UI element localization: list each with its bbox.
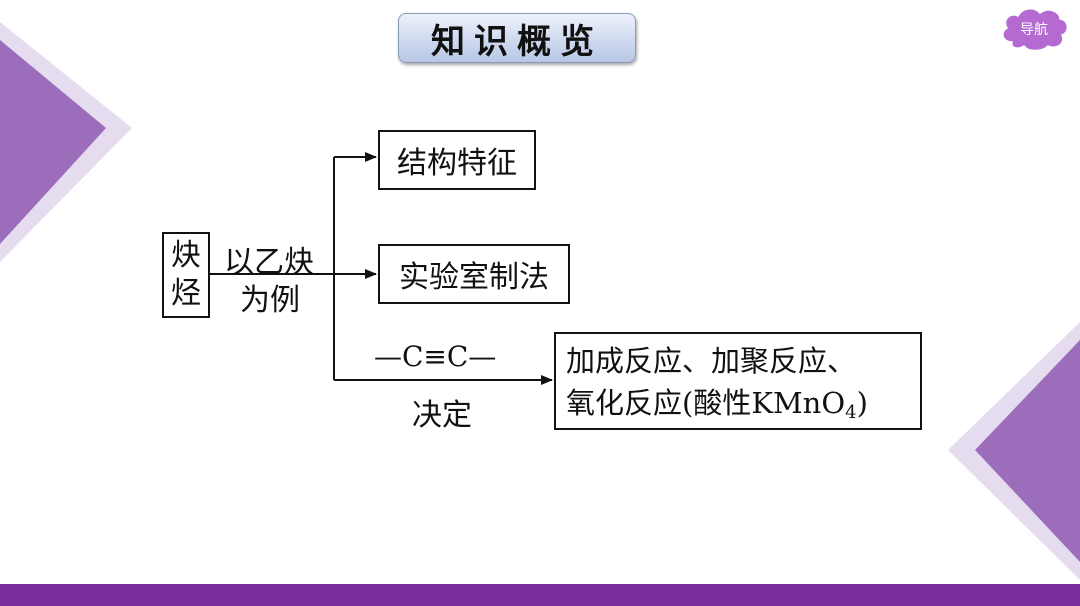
reactions-line1: 加成反应、加聚反应、	[566, 344, 857, 378]
condition-label-line2: 为例	[240, 283, 300, 318]
footer-bar	[0, 584, 1080, 606]
root-node-line1: 炔	[171, 238, 201, 273]
right-triangle-inner	[975, 340, 1080, 562]
reactions-line2-suffix: )	[856, 386, 868, 420]
triple-bond-label: —C≡C—	[374, 340, 497, 373]
nav-button-label: 导航	[1020, 22, 1048, 38]
condition-label-line1: 以乙炔	[224, 245, 314, 280]
page-title: 知识概览	[398, 13, 636, 63]
left-triangle-inner	[0, 40, 106, 244]
node-reactions: 加成反应、加聚反应、 氧化反应(酸性KMnO4)	[554, 332, 922, 430]
reactions-line2-prefix: 氧化反应(酸性KMnO	[566, 386, 846, 420]
root-node-alkyne: 炔 烃	[162, 232, 210, 318]
node-structure-features: 结构特征	[378, 130, 536, 190]
reactions-line2: 氧化反应(酸性KMnO4)	[566, 382, 910, 434]
reactions-subscript: 4	[845, 402, 857, 423]
determines-label: 决定	[412, 398, 472, 433]
cloud-icon	[1002, 8, 1069, 52]
root-node-line2: 烃	[171, 276, 201, 311]
nav-button[interactable]: 导航	[998, 6, 1070, 52]
node-lab-preparation: 实验室制法	[378, 244, 570, 304]
